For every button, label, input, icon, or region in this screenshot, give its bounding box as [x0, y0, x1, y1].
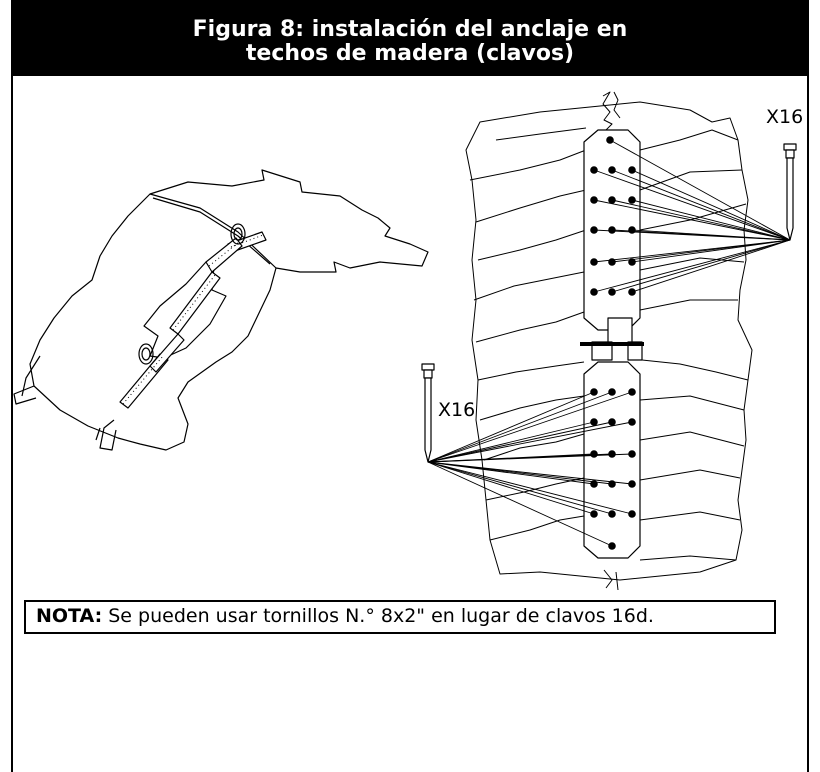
figure-title-line-2: techos de madera (clavos)	[245, 41, 575, 66]
nailing-pattern-illustration	[421, 91, 797, 591]
figure-title-bar: Figura 8: instalación del anclaje en tec…	[13, 2, 807, 76]
note-label: NOTA:	[36, 605, 103, 627]
note-box: NOTA: Se pueden usar tornillos N.° 8x2" …	[24, 600, 776, 634]
lower-nail-icon	[421, 363, 435, 463]
roof-installation-illustration	[13, 169, 429, 451]
upper-nail-quantity-label: X16	[766, 106, 803, 128]
upper-nail-icon	[783, 143, 797, 241]
note-text: Se pueden usar tornillos N.° 8x2" en lug…	[102, 605, 654, 627]
figure-title-line-1: Figura 8: instalación del anclaje en	[192, 17, 628, 42]
lower-nail-quantity-label: X16	[438, 399, 475, 421]
